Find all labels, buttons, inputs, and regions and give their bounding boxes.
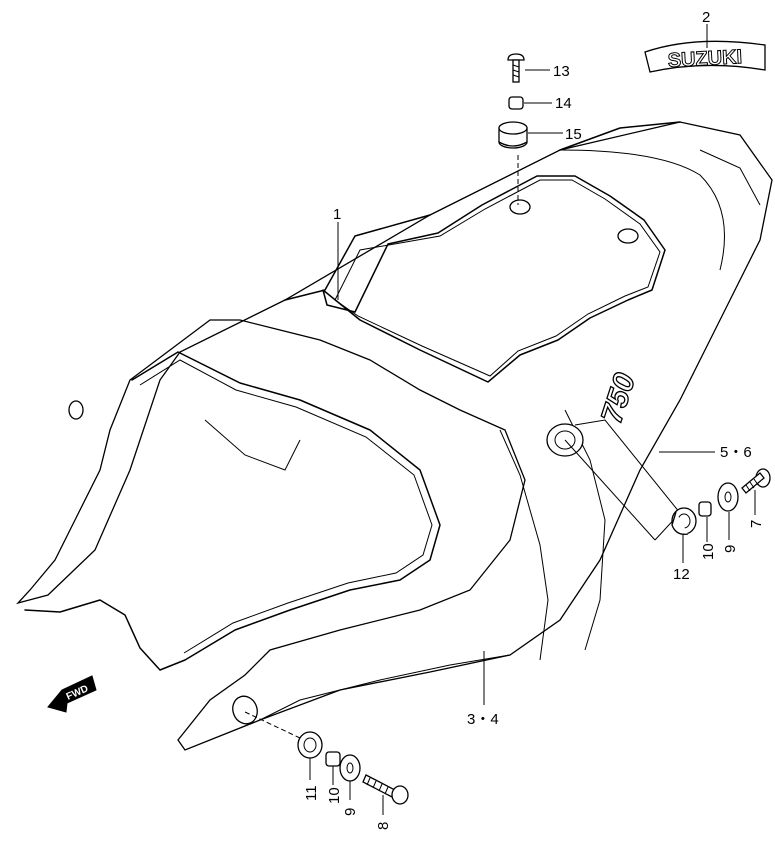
- callout-10a: 10: [700, 543, 717, 560]
- top-fastener-stack: [498, 53, 563, 205]
- callout-2: 2: [702, 9, 710, 26]
- callout-14: 14: [555, 95, 572, 112]
- callout-9a: 9: [722, 545, 739, 553]
- callout-11: 11: [303, 785, 320, 801]
- bolt-7-icon: [741, 468, 771, 494]
- collar-14-icon: [508, 96, 524, 110]
- callout-12: 12: [673, 566, 690, 583]
- callout-13: 13: [553, 63, 570, 80]
- callout-8: 8: [375, 822, 392, 830]
- screw-13-icon: [507, 53, 525, 83]
- suzuki-emblem: SUZUKI: [644, 24, 766, 73]
- suzuki-emblem-text: SUZUKI: [667, 46, 743, 72]
- callout-5-6: 5・6: [720, 444, 752, 461]
- collar-10b-icon: [325, 751, 341, 767]
- grommet-12-icon: [671, 507, 697, 535]
- right-side-fasteners: [564, 419, 771, 563]
- washer-9-icon: [717, 482, 739, 512]
- grommet-11-icon: [297, 731, 323, 759]
- bolt-8-icon: [362, 774, 409, 805]
- callout-15: 15: [565, 126, 582, 143]
- callout-3-4: 3・4: [467, 711, 499, 728]
- collar-10-icon: [698, 501, 712, 517]
- callout-10b: 10: [326, 787, 343, 804]
- washer-9b-icon: [339, 754, 361, 782]
- grommet-15-icon: [498, 121, 528, 149]
- callout-9b: 9: [342, 808, 359, 816]
- fwd-arrow-icon: FWD: [47, 675, 97, 713]
- callout-7: 7: [748, 520, 765, 528]
- seat-tail-cover: 750: [16, 121, 773, 751]
- callout-1: 1: [333, 206, 341, 223]
- fwd-arrow-label: FWD: [65, 683, 90, 702]
- bottom-fasteners: [244, 651, 485, 815]
